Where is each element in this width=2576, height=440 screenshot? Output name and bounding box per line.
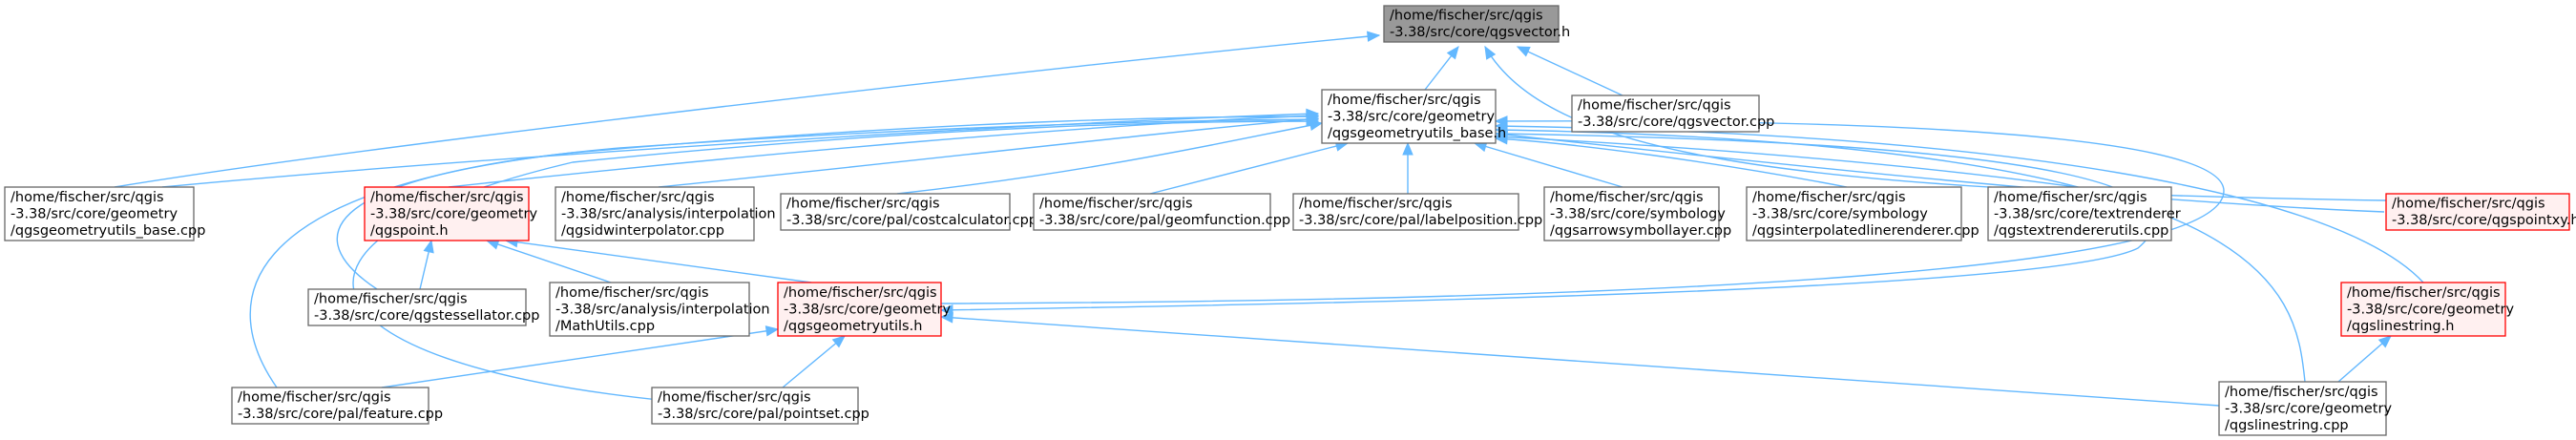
node-label-line: /home/fischer/src/qgis: [786, 197, 940, 212]
edge-ls_cpp_to_ls_h: [2337, 335, 2392, 383]
node-label-line: /qgsgeometryutils_base.cpp: [10, 223, 205, 239]
node-label-line: /home/fischer/src/qgis: [784, 285, 937, 301]
node-labelpos-cpp[interactable]: /home/fischer/src/qgis-3.38/src/core/pal…: [1292, 193, 1542, 231]
edge-ls_cpp_to_gu_h: [939, 312, 2220, 407]
node-label-line: /home/fischer/src/qgis: [10, 190, 164, 205]
node-label-line: /qgspoint.h: [370, 223, 449, 239]
node-label-line: /home/fischer/src/qgis: [370, 190, 524, 205]
node-label-line: /home/fischer/src/qgis: [561, 190, 715, 205]
edge-interp_cpp_to_gub_h: [1494, 134, 1848, 188]
node-arrow-cpp[interactable]: /home/fischer/src/qgis-3.38/src/core/sym…: [1543, 186, 1731, 241]
node-label-line: /qgsgeometryutils.h: [784, 319, 922, 334]
node-label-line: -3.38/src/core/geometry: [1328, 109, 1495, 124]
node-label-line: /home/fischer/src/qgis: [314, 292, 468, 307]
node-label-line: /home/fischer/src/qgis: [2225, 385, 2378, 400]
node-label-line: -3.38/src/core/geometry: [2225, 401, 2392, 416]
edge-gub_h_to_gu_h_loop: [939, 133, 2155, 316]
node-label-line: /home/fischer/src/qgis: [1994, 190, 2147, 205]
node-label-line: -3.38/src/core/symbology: [1550, 206, 1726, 221]
node-label-line: /home/fischer/src/qgis: [1299, 197, 1453, 212]
node-label-line: -3.38/src/core/qgspointxy.h: [2392, 213, 2576, 228]
node-label-line: -3.38/src/core/geometry: [784, 302, 951, 317]
node-label-line: -3.38/src/core/geometry: [2347, 302, 2514, 317]
node-label-line: -3.38/src/core/qgsvector.h: [1390, 25, 1570, 40]
node-tess-cpp[interactable]: /home/fischer/src/qgis-3.38/src/core/qgs…: [307, 288, 539, 326]
edge-gub_cpp_to_gub_h: [161, 108, 1320, 188]
edge-geomfn_cpp_to_gub_h: [1149, 140, 1350, 195]
node-ls-cpp[interactable]: /home/fischer/src/qgis-3.38/src/core/geo…: [2218, 381, 2392, 436]
edge-gu_h_to_qgspoint_h: [504, 237, 812, 283]
node-label-line: /qgstextrendererutils.cpp: [1994, 223, 2168, 239]
edge-gub_h_to_root: [1424, 45, 1459, 91]
node-gu-h[interactable]: /home/fischer/src/qgis-3.38/src/core/geo…: [777, 282, 951, 337]
edge-labelpos_cpp_to_gub_h: [1402, 141, 1414, 194]
node-gub-cpp[interactable]: /home/fischer/src/qgis-3.38/src/core/geo…: [4, 186, 205, 241]
node-ls-h[interactable]: /home/fischer/src/qgis-3.38/src/core/geo…: [2340, 282, 2514, 337]
edge-vec_cpp_to_root: [1516, 46, 1623, 96]
node-label-line: -3.38/src/core/pal/costcalculator.cpp: [786, 213, 1037, 228]
edge-feature_cpp_to_gu_h: [381, 325, 780, 388]
node-label-line: -3.38/src/analysis/interpolation: [555, 302, 770, 317]
node-pointxy-h[interactable]: /home/fischer/src/qgis-3.38/src/core/qgs…: [2385, 193, 2576, 231]
edge-ls_cpp_to_gub_h: [1494, 124, 2306, 383]
node-label-line: -3.38/src/core/symbology: [1752, 206, 1928, 221]
node-label-line: /home/fischer/src/qgis: [1752, 190, 1906, 205]
node-cost-cpp[interactable]: /home/fischer/src/qgis-3.38/src/core/pal…: [780, 193, 1037, 231]
node-label-line: -3.38/src/core/qgsvector.cpp: [1578, 115, 1774, 130]
node-vec-cpp[interactable]: /home/fischer/src/qgis-3.38/src/core/qgs…: [1571, 94, 1774, 133]
node-label-line: /qgsgeometryutils_base.h: [1328, 126, 1506, 141]
node-label-line: -3.38/src/core/pal/pointset.cpp: [658, 407, 869, 422]
node-textr-cpp[interactable]: /home/fischer/src/qgis-3.38/src/core/tex…: [1987, 186, 2181, 241]
node-label-line: -3.38/src/core/pal/labelposition.cpp: [1299, 213, 1542, 228]
node-label-line: -3.38/src/core/qgstessellator.cpp: [314, 308, 539, 324]
node-label-line: /home/fischer/src/qgis: [658, 390, 811, 406]
node-label-line: -3.38/src/core/geometry: [370, 206, 537, 221]
node-mathutils-cpp[interactable]: /home/fischer/src/qgis-3.38/src/analysis…: [549, 282, 770, 337]
node-geomfn-cpp[interactable]: /home/fischer/src/qgis-3.38/src/core/pal…: [1033, 193, 1290, 231]
edge-gub_cpp_to_root: [114, 31, 1381, 188]
graph-edges: [114, 31, 2424, 407]
node-root[interactable]: /home/fischer/src/qgis-3.38/src/core/qgs…: [1383, 5, 1570, 43]
node-label-line: /qgsidwinterpolator.cpp: [561, 223, 724, 239]
node-label-line: /home/fischer/src/qgis: [555, 285, 709, 301]
node-label-line: /home/fischer/src/qgis: [238, 390, 391, 406]
node-idw-cpp[interactable]: /home/fischer/src/qgis-3.38/src/analysis…: [555, 186, 776, 241]
edge-textr_cpp_to_gub_h: [1494, 131, 2077, 188]
node-qgspoint-h[interactable]: /home/fischer/src/qgis-3.38/src/core/geo…: [364, 186, 537, 241]
edge-tess_cpp_to_qgspoint_h: [419, 239, 434, 290]
graph-nodes: /home/fischer/src/qgis-3.38/src/core/qgs…: [4, 5, 2576, 436]
node-interp-cpp[interactable]: /home/fischer/src/qgis-3.38/src/core/sym…: [1746, 186, 1979, 241]
edge-pointset_cpp_to_gub_h: [352, 115, 1320, 402]
node-label-line: -3.38/src/core/textrenderer: [1994, 206, 2181, 221]
node-label-line: /qgsarrowsymbollayer.cpp: [1550, 223, 1731, 239]
node-label-line: /home/fischer/src/qgis: [2392, 197, 2545, 212]
node-label-line: /home/fischer/src/qgis: [1578, 98, 1731, 114]
node-label-line: -3.38/src/core/pal/geomfunction.cpp: [1039, 213, 1290, 228]
node-pointset-cpp[interactable]: /home/fischer/src/qgis-3.38/src/core/pal…: [651, 387, 869, 425]
node-label-line: -3.38/src/core/pal/feature.cpp: [238, 407, 443, 422]
node-label-line: /home/fischer/src/qgis: [2347, 285, 2501, 301]
node-label-line: /home/fischer/src/qgis: [1328, 93, 1481, 108]
node-label-line: /home/fischer/src/qgis: [1390, 9, 1543, 24]
node-label-line: -3.38/src/core/geometry: [10, 206, 178, 221]
node-label-line: /home/fischer/src/qgis: [1039, 197, 1193, 212]
node-label-line: /qgsinterpolatedlinerenderer.cpp: [1752, 223, 1979, 239]
node-gub-h[interactable]: /home/fischer/src/qgis-3.38/src/core/geo…: [1321, 89, 1506, 144]
edge-pointset_cpp_to_gu_h: [782, 335, 846, 388]
node-label-line: /MathUtils.cpp: [555, 319, 655, 334]
node-label-line: /qgslinestring.h: [2347, 319, 2454, 334]
node-feature-cpp[interactable]: /home/fischer/src/qgis-3.38/src/core/pal…: [231, 387, 443, 425]
node-label-line: /home/fischer/src/qgis: [1550, 190, 1704, 205]
node-label-line: /qgslinestring.cpp: [2225, 418, 2349, 433]
node-label-line: -3.38/src/analysis/interpolation: [561, 206, 776, 221]
